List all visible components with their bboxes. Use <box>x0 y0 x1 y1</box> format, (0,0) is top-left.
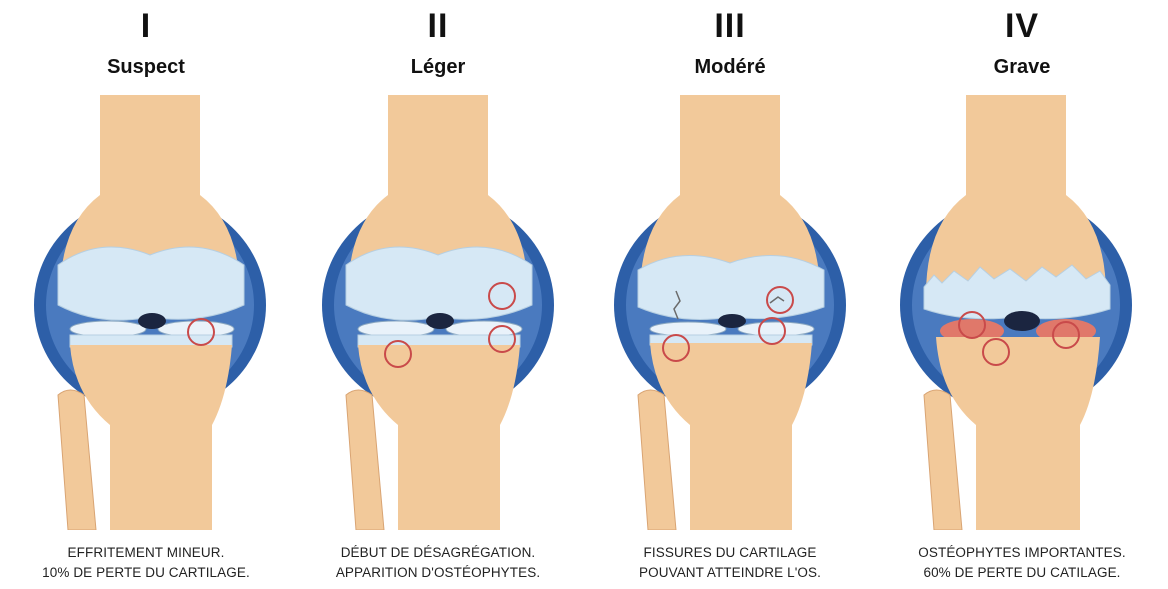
stage-panel-2: II Léger DÉBUT DE DÉSAGRÉGATION. APPARIT… <box>292 0 584 589</box>
tibia <box>70 345 232 530</box>
description-line: POUVANT ATTEINDRE L'OS. <box>584 563 876 583</box>
stage-description: DÉBUT DE DÉSAGRÉGATION. APPARITION D'OST… <box>292 543 584 583</box>
knee-joint-illustration <box>876 95 1168 530</box>
stage-title: Modéré <box>584 56 876 79</box>
fibula <box>924 390 962 530</box>
description-line: 60% DE PERTE DU CATILAGE. <box>876 563 1168 583</box>
fibula <box>638 390 676 530</box>
description-line: EFFRITEMENT MINEUR. <box>0 543 292 563</box>
stage-numeral: I <box>0 6 292 46</box>
tibia <box>650 343 812 530</box>
stage-numeral: III <box>584 6 876 46</box>
knee-joint-illustration <box>584 95 876 530</box>
meniscus-right <box>738 322 814 336</box>
stage-panel-1: I Suspect EFFRITEMENT MINEUR. 10% DE PER… <box>0 0 292 589</box>
stage-title: Léger <box>292 56 584 79</box>
description-line: 10% DE PERTE DU CARTILAGE. <box>0 563 292 583</box>
description-line: DÉBUT DE DÉSAGRÉGATION. <box>292 543 584 563</box>
stage-description: FISSURES DU CARTILAGE POUVANT ATTEINDRE … <box>584 543 876 583</box>
knee-joint-illustration <box>0 95 292 530</box>
femur-cartilage <box>58 247 244 320</box>
stage-panel-4: IV Grave OSTÉOPHYTES IMPORTANTES. 60% DE… <box>876 0 1168 589</box>
stage-numeral: II <box>292 6 584 46</box>
stage-numeral: IV <box>876 6 1168 46</box>
meniscus-left <box>650 322 726 336</box>
stage-title: Suspect <box>0 56 292 79</box>
knee-joint-illustration <box>292 95 584 530</box>
stage-panel-3: III Modéré FISSURES DU CARTILAGE POUVANT… <box>584 0 876 589</box>
tibia <box>936 337 1100 530</box>
tibia <box>358 345 520 530</box>
description-line: OSTÉOPHYTES IMPORTANTES. <box>876 543 1168 563</box>
description-line: APPARITION D'OSTÉOPHYTES. <box>292 563 584 583</box>
fibula <box>58 390 96 530</box>
fibula <box>346 390 384 530</box>
stage-description: OSTÉOPHYTES IMPORTANTES. 60% DE PERTE DU… <box>876 543 1168 583</box>
stage-title: Grave <box>876 56 1168 79</box>
stage-description: EFFRITEMENT MINEUR. 10% DE PERTE DU CART… <box>0 543 292 583</box>
femur-cartilage <box>638 255 824 319</box>
description-line: FISSURES DU CARTILAGE <box>584 543 876 563</box>
